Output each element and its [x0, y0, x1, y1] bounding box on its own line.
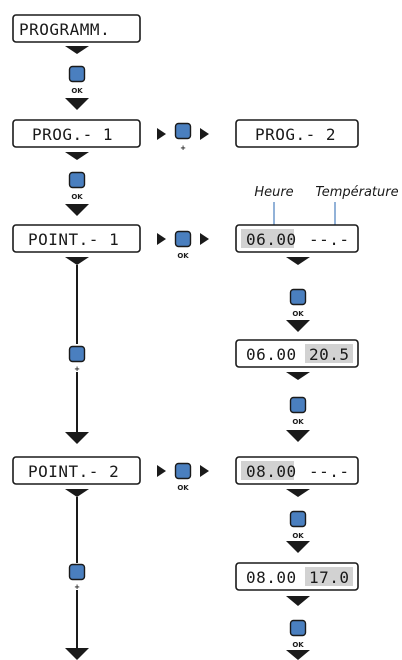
- horizontal-button-labels: + OK OK: [177, 144, 189, 492]
- caption-heure: Heure: [254, 185, 293, 200]
- screen-programm-label: PROGRAMM.: [19, 20, 110, 39]
- time-value: 06.00: [246, 230, 297, 249]
- temp-value: --.-: [309, 462, 350, 481]
- horizontal-links: [157, 122, 209, 480]
- screen-point-2-label: POINT.- 2: [28, 462, 119, 481]
- screen-programm: PROGRAMM.: [12, 14, 141, 43]
- ok-label: OK: [292, 532, 304, 540]
- edit-highlight: [305, 567, 353, 586]
- plus-label: +: [74, 365, 80, 373]
- ok-label: OK: [71, 193, 83, 201]
- screen-prog-1-label: PROG.- 1: [32, 125, 113, 144]
- edit-highlight: [305, 344, 353, 363]
- screen-point-2-time: 08.00 --.-: [235, 456, 359, 485]
- time-value: 06.00: [246, 345, 297, 364]
- screen-point-1: POINT.- 1: [12, 224, 141, 253]
- plus-label: +: [74, 583, 80, 591]
- ok-label: OK: [292, 310, 304, 318]
- col1-button-labels: OK OK + +: [71, 87, 83, 591]
- caption-temperature: Température: [315, 185, 398, 200]
- screen-point-2: POINT.- 2: [12, 456, 141, 485]
- time-value: 08.00: [246, 462, 297, 481]
- screen-point-1-temp: 06.00 20.5: [235, 339, 359, 368]
- screen-point-1-time: 06.00 --.-: [235, 224, 359, 253]
- temp-value: 20.5: [309, 345, 350, 364]
- col2-button-labels: OK OK OK OK: [292, 310, 304, 649]
- col1-connectors: [65, 46, 89, 660]
- screen-prog-2-label: PROG.- 2: [255, 125, 336, 144]
- screen-prog-2: PROG.- 2: [235, 119, 359, 148]
- screen-point-2-temp: 08.00 17.0: [235, 562, 359, 591]
- temp-value: 17.0: [309, 568, 350, 587]
- ok-label: OK: [71, 87, 83, 95]
- plus-label: +: [180, 144, 186, 152]
- edit-highlight: [241, 229, 294, 248]
- time-value: 08.00: [246, 568, 297, 587]
- ok-label: OK: [292, 641, 304, 649]
- temp-value: --.-: [309, 230, 350, 249]
- screen-point-1-label: POINT.- 1: [28, 230, 119, 249]
- screen-prog-1: PROG.- 1: [12, 119, 141, 148]
- col2-connectors: [286, 257, 310, 660]
- ok-label: OK: [292, 418, 304, 426]
- edit-highlight: [241, 461, 294, 480]
- ok-label: OK: [177, 252, 189, 260]
- ok-label: OK: [177, 484, 189, 492]
